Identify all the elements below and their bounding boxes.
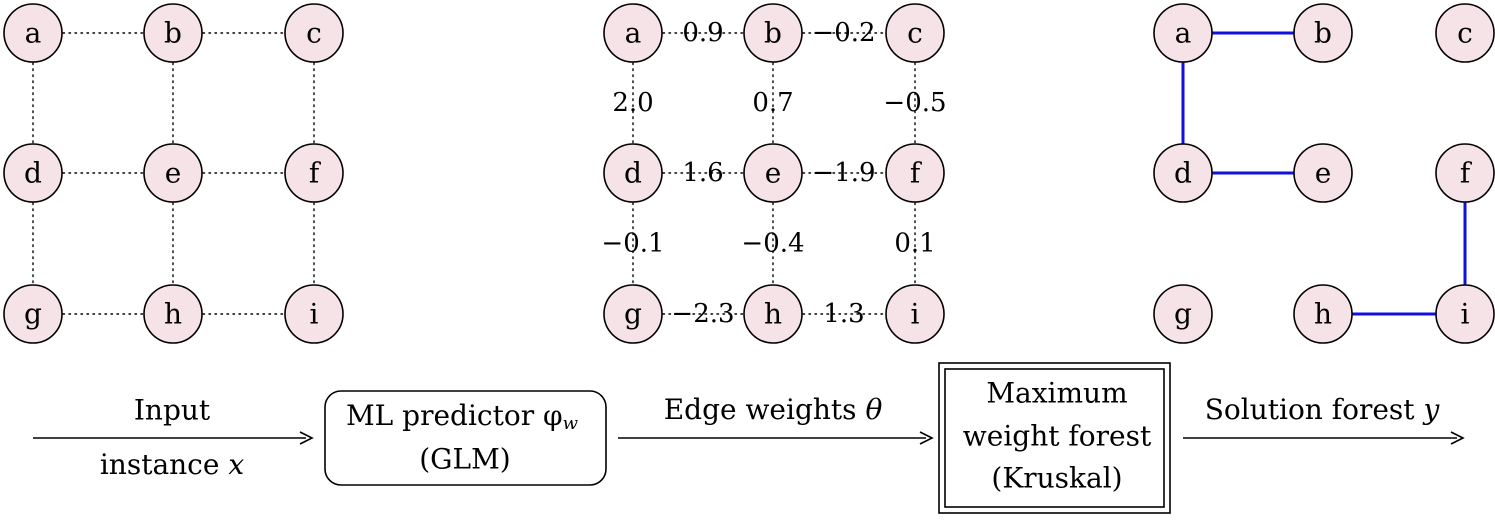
edge-weight-gh: −2.3 [671, 299, 734, 329]
input-node-i [284, 284, 344, 344]
weighted-node-d [603, 143, 663, 203]
weighted-graph: 0.9 −0.2 2.0 0.7 −0.5 1.6 −1.9 −0.1 −0.4 0.1 −2.3 1… [601, 3, 947, 344]
solution-node-label-f: f [1460, 157, 1473, 190]
weighted-node-label-b: b [764, 17, 782, 50]
solution-node-d [1153, 143, 1213, 203]
solution-node-label-a: a [1175, 17, 1192, 50]
weighted-node-label-h: h [764, 298, 782, 331]
edge-weight-bc: −0.2 [812, 18, 875, 48]
edge-weight-be: 0.7 [752, 88, 793, 118]
weighted-node-label-f: f [910, 157, 923, 190]
weighted-node-label-a: a [625, 17, 642, 50]
input-node-label-a: a [25, 17, 42, 50]
input-node-label-g: g [24, 298, 42, 331]
input-node-h [143, 284, 203, 344]
solver-box-inner [944, 368, 1165, 508]
edge-weight-fi: 0.1 [894, 229, 935, 259]
weighted-node-i [885, 284, 945, 344]
input-node-label-h: h [164, 298, 182, 331]
solution-node-label-e: e [1315, 157, 1332, 190]
edge-weights-label: Edge weights θ [664, 393, 883, 426]
weighted-node-e [743, 143, 803, 203]
output-arrowhead [1450, 431, 1465, 445]
edge-weight-ab: 0.9 [682, 18, 723, 48]
predictor-model: (GLM) [419, 443, 510, 476]
solution-node-label-g: g [1174, 298, 1192, 331]
input-label-top: Input [134, 394, 211, 427]
solver-line1: Maximum [986, 377, 1127, 410]
solution-node-label-d: d [1174, 157, 1192, 190]
predictor-label: ML predictor φw [346, 399, 579, 434]
weighted-node-b [743, 3, 803, 63]
weighted-node-label-d: d [624, 157, 642, 190]
edge-weight-dg: −0.1 [601, 229, 664, 259]
input-graph: a b c d e f g h i [3, 3, 344, 344]
input-label-bottom: instance x [100, 448, 245, 481]
weighted-node-a [603, 3, 663, 63]
edge-weight-cf: −0.5 [883, 88, 946, 118]
input-node-label-e: e [165, 157, 182, 190]
edge-weight-de: 1.6 [682, 158, 723, 188]
weighted-node-g [603, 284, 663, 344]
input-node-c [284, 3, 344, 63]
solution-node-b [1293, 3, 1353, 63]
solution-node-label-b: b [1314, 17, 1332, 50]
solution-node-h [1293, 284, 1353, 344]
solution-node-i [1435, 284, 1495, 344]
weighted-node-c [885, 3, 945, 63]
input-node-label-d: d [24, 157, 42, 190]
solver-line2: weight forest [963, 420, 1152, 453]
weights-arrowhead [919, 431, 934, 445]
solution-node-c [1435, 3, 1495, 63]
solver-line3: (Kruskal) [991, 462, 1122, 495]
solver-box-outer [938, 362, 1171, 514]
weighted-node-label-i: i [911, 298, 920, 331]
input-node-b [143, 3, 203, 63]
predictor-box [324, 390, 607, 486]
input-node-f [284, 143, 344, 203]
edge-weight-ad: 2.0 [612, 88, 653, 118]
output-label: Solution forest y [1205, 393, 1441, 426]
solution-node-a [1153, 3, 1213, 63]
weighted-node-label-c: c [907, 17, 923, 50]
input-arrowhead [299, 431, 314, 445]
solution-node-g [1153, 284, 1213, 344]
weighted-node-h [743, 284, 803, 344]
input-node-d [3, 143, 63, 203]
input-node-e [143, 143, 203, 203]
input-node-label-c: c [306, 17, 322, 50]
solution-node-label-h: h [1314, 298, 1332, 331]
input-node-label-f: f [309, 157, 322, 190]
edge-weight-eh: −0.4 [741, 229, 804, 259]
edge-weight-ef: −1.9 [812, 158, 875, 188]
weighted-node-label-e: e [765, 157, 782, 190]
input-node-label-i: i [310, 298, 319, 331]
pipeline-flow: Input instance x ML predictor φw (GLM) E… [33, 362, 1465, 514]
input-node-a [3, 3, 63, 63]
input-node-label-b: b [164, 17, 182, 50]
input-node-g [3, 284, 63, 344]
solution-node-label-i: i [1461, 298, 1470, 331]
weighted-node-label-g: g [624, 298, 642, 331]
solution-node-label-c: c [1457, 17, 1473, 50]
weighted-node-f [885, 143, 945, 203]
solution-node-f [1435, 143, 1495, 203]
solution-node-e [1293, 143, 1353, 203]
edge-weight-hi: 1.3 [823, 299, 864, 329]
solution-graph: a b c d e f g h i [1153, 3, 1495, 344]
